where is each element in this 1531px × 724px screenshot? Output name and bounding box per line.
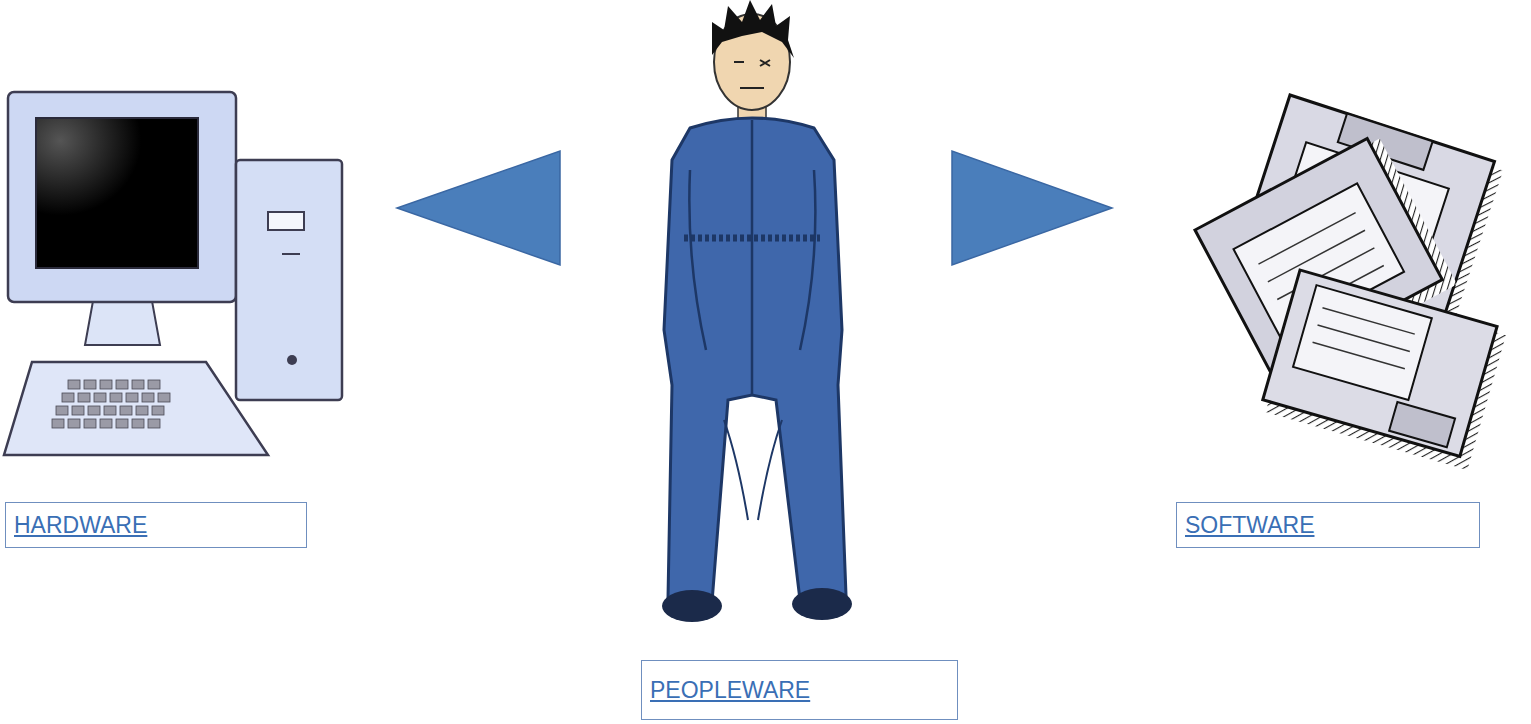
key bbox=[136, 406, 148, 415]
hair bbox=[712, 0, 794, 58]
person-illustration bbox=[662, 0, 852, 622]
arrow-head bbox=[952, 151, 1112, 265]
key bbox=[56, 406, 68, 415]
zipper bbox=[751, 120, 754, 395]
key bbox=[78, 393, 90, 402]
floppy-disk bbox=[1260, 270, 1508, 470]
key bbox=[84, 419, 96, 428]
power-button bbox=[287, 355, 297, 365]
labelled-part: SOFTWARE bbox=[1112, 90, 1531, 550]
floppy-illustration bbox=[1195, 95, 1508, 470]
key bbox=[84, 380, 96, 389]
key bbox=[104, 406, 116, 415]
key bbox=[62, 393, 74, 402]
disk-body bbox=[1263, 270, 1497, 456]
key bbox=[142, 393, 154, 402]
disk-shutter bbox=[1389, 402, 1455, 447]
keyboard-keys bbox=[52, 380, 170, 428]
key bbox=[52, 419, 64, 428]
key bbox=[100, 419, 112, 428]
left-foot bbox=[662, 590, 722, 622]
key bbox=[100, 380, 112, 389]
label-box: PEOPLEWARE bbox=[641, 660, 958, 720]
key bbox=[72, 406, 84, 415]
key bbox=[132, 380, 144, 389]
key bbox=[148, 419, 160, 428]
arrow-head bbox=[397, 151, 560, 265]
label-lines bbox=[1313, 308, 1415, 369]
drive-slot bbox=[268, 212, 304, 230]
key bbox=[126, 393, 138, 402]
key bbox=[152, 406, 164, 415]
key bbox=[68, 419, 80, 428]
part-label: PEOPLEWARE bbox=[650, 677, 810, 704]
key bbox=[132, 419, 144, 428]
label-box: SOFTWARE bbox=[1176, 502, 1480, 548]
face bbox=[734, 60, 770, 88]
jumpsuit bbox=[664, 118, 846, 602]
chest-stripe bbox=[684, 235, 820, 242]
key bbox=[148, 380, 160, 389]
disk-label bbox=[1293, 285, 1432, 400]
monitor-screen bbox=[36, 118, 198, 268]
labelled-part: PEOPLEWARE bbox=[560, 0, 952, 724]
part-label: SOFTWARE bbox=[1185, 512, 1314, 539]
right-foot bbox=[792, 588, 852, 620]
labelled-part: HARDWARE bbox=[0, 90, 397, 550]
computer-tower bbox=[236, 160, 342, 400]
key bbox=[88, 406, 100, 415]
label-box: HARDWARE bbox=[5, 502, 307, 548]
monitor-frame bbox=[8, 92, 236, 302]
key bbox=[94, 393, 106, 402]
leg-folds bbox=[724, 420, 782, 520]
key bbox=[68, 380, 80, 389]
key bbox=[110, 393, 122, 402]
part-label: HARDWARE bbox=[14, 512, 147, 539]
arm-lines bbox=[689, 170, 815, 350]
key bbox=[116, 380, 128, 389]
computer-illustration bbox=[4, 92, 342, 455]
key bbox=[120, 406, 132, 415]
key bbox=[158, 393, 170, 402]
key bbox=[116, 419, 128, 428]
tower-slot bbox=[282, 253, 300, 255]
keyboard bbox=[4, 362, 268, 455]
